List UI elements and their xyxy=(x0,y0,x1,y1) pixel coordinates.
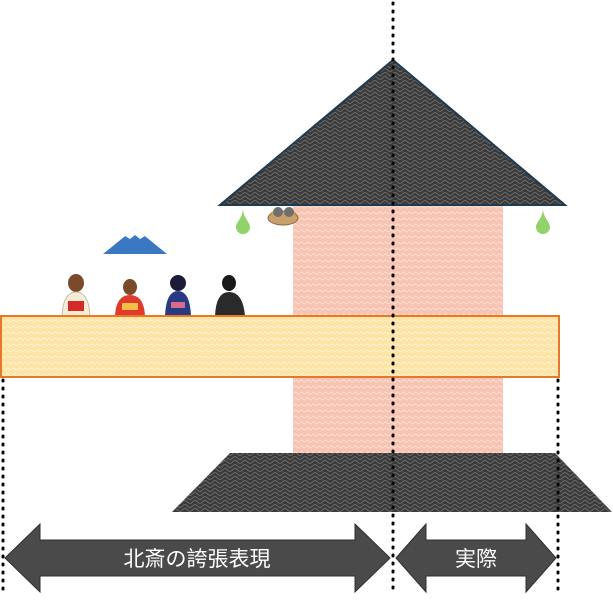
actual-arrow: 実際 xyxy=(395,522,557,594)
mount-fuji-icon xyxy=(103,228,167,254)
balcony xyxy=(0,315,560,378)
woman-kimono-red-icon xyxy=(115,279,145,316)
man-hakama-black-icon xyxy=(215,275,245,316)
exaggeration-arrow: 北斎の誇張表現 xyxy=(4,522,391,594)
actual-label: 実際 xyxy=(455,547,497,571)
exaggeration-label: 北斎の誇張表現 xyxy=(124,547,271,571)
woman-kimono-navy-icon xyxy=(165,275,191,316)
bird-nest-icon xyxy=(267,207,299,226)
left-droplet-icon xyxy=(236,208,250,234)
woman-kimono-cream-icon xyxy=(61,274,91,317)
right-droplet-icon xyxy=(536,208,550,234)
